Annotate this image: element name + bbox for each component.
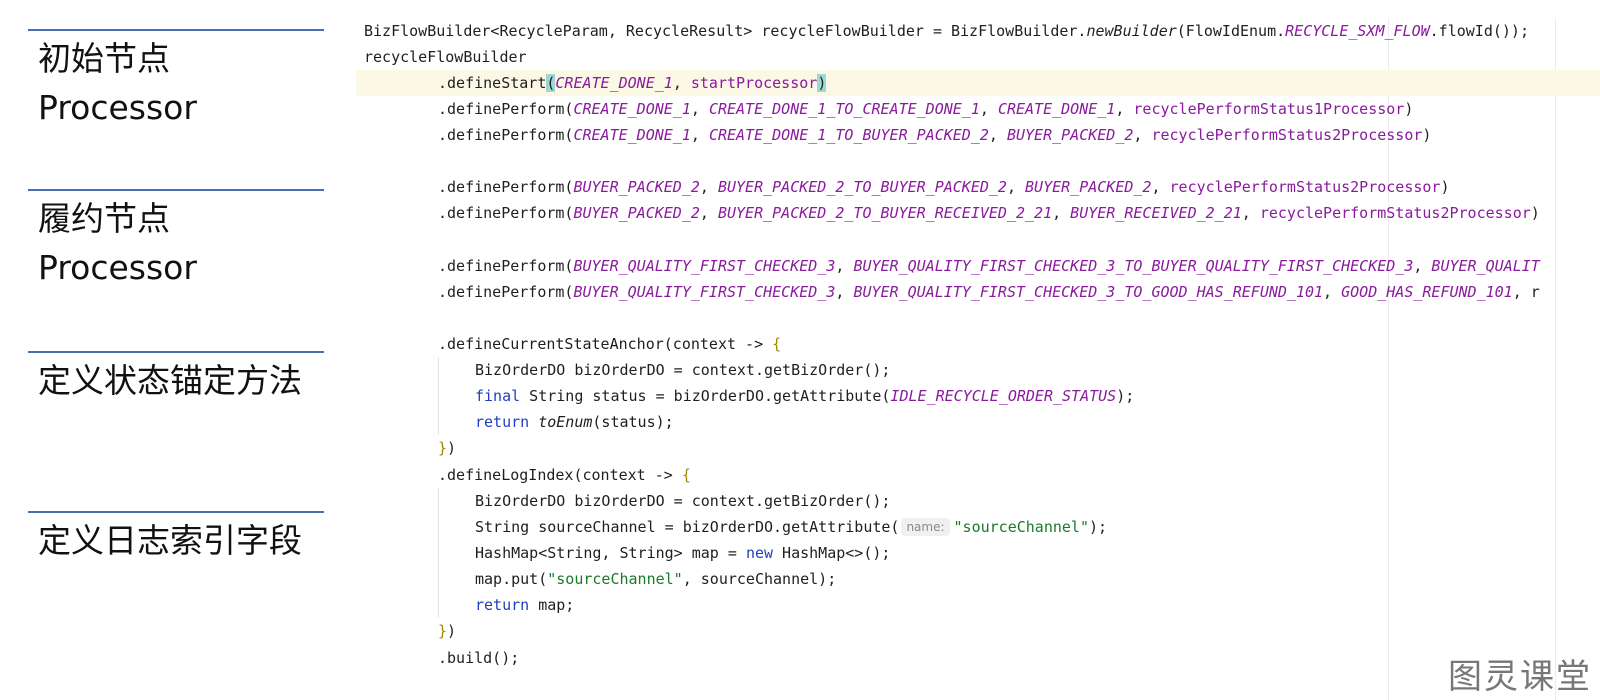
- watermark-logo: 图灵课堂: [1448, 657, 1592, 697]
- indent-guide: [438, 514, 439, 540]
- code-line[interactable]: .defineCurrentStateAnchor(context -> {: [438, 335, 782, 353]
- code-line[interactable]: BizFlowBuilder<RecycleParam, RecycleResu…: [364, 22, 1529, 40]
- indent-guide: [438, 488, 439, 514]
- annotation-subtitle: Processor: [38, 248, 197, 287]
- indent-guide: [438, 566, 439, 592]
- indent-guide: [438, 540, 439, 566]
- code-line[interactable]: }): [438, 622, 457, 640]
- code-line[interactable]: recycleFlowBuilder: [364, 48, 527, 66]
- matched-bracket: ): [817, 74, 827, 92]
- right-margin-guide: [1388, 18, 1389, 700]
- annotation-title: 定义日志索引字段: [38, 521, 302, 560]
- code-line[interactable]: return map;: [356, 592, 1600, 618]
- annotation-divider: [28, 189, 324, 191]
- annotation-log-index: 定义日志索引字段: [28, 511, 324, 562]
- annotation-title: 初始节点: [38, 39, 170, 78]
- code-line[interactable]: HashMap<String, String> map = new HashMa…: [356, 540, 1600, 566]
- indent-guide: [438, 383, 439, 409]
- indent-guide: [438, 592, 439, 618]
- matched-bracket: (: [546, 74, 556, 92]
- code-line[interactable]: .definePerform(BUYER_QUALITY_FIRST_CHECK…: [438, 283, 1540, 301]
- code-line[interactable]: .definePerform(BUYER_PACKED_2, BUYER_PAC…: [438, 178, 1450, 196]
- code-line[interactable]: final String status = bizOrderDO.getAttr…: [356, 383, 1600, 409]
- code-line-current[interactable]: .defineStart(CREATE_DONE_1, startProcess…: [356, 70, 1600, 96]
- annotation-perform-processor: 履约节点 Processor: [28, 189, 324, 289]
- code-line[interactable]: .defineLogIndex(context -> {: [438, 466, 691, 484]
- annotation-divider: [28, 29, 324, 31]
- code-line[interactable]: .build();: [438, 649, 520, 667]
- indent-guide: [438, 357, 439, 383]
- annotation-title: 定义状态锚定方法: [38, 361, 302, 400]
- code-line[interactable]: }): [438, 439, 457, 457]
- code-editor[interactable]: BizFlowBuilder<RecycleParam, RecycleResu…: [356, 18, 1600, 700]
- code-line[interactable]: .definePerform(BUYER_QUALITY_FIRST_CHECK…: [438, 257, 1540, 275]
- code-line[interactable]: return toEnum(status);: [356, 409, 1600, 435]
- annotation-start-processor: 初始节点 Processor: [28, 29, 324, 129]
- code-line[interactable]: .definePerform(CREATE_DONE_1, CREATE_DON…: [438, 100, 1414, 118]
- code-line[interactable]: map.put("sourceChannel", sourceChannel);: [356, 566, 1600, 592]
- annotation-divider: [28, 511, 324, 513]
- indent-guide: [438, 409, 439, 435]
- code-line[interactable]: .definePerform(CREATE_DONE_1, CREATE_DON…: [438, 126, 1432, 144]
- code-line[interactable]: BizOrderDO bizOrderDO = context.getBizOr…: [356, 488, 1600, 514]
- code-line[interactable]: .definePerform(BUYER_PACKED_2, BUYER_PAC…: [438, 204, 1540, 222]
- parameter-name-hint: name:: [901, 518, 950, 536]
- annotation-title: 履约节点: [38, 199, 170, 238]
- annotation-divider: [28, 351, 324, 353]
- code-line[interactable]: BizOrderDO bizOrderDO = context.getBizOr…: [356, 357, 1600, 383]
- annotation-state-anchor: 定义状态锚定方法: [28, 351, 324, 402]
- annotation-subtitle: Processor: [38, 88, 197, 127]
- right-margin-guide: [1555, 18, 1556, 700]
- code-line[interactable]: String sourceChannel = bizOrderDO.getAtt…: [356, 514, 1600, 540]
